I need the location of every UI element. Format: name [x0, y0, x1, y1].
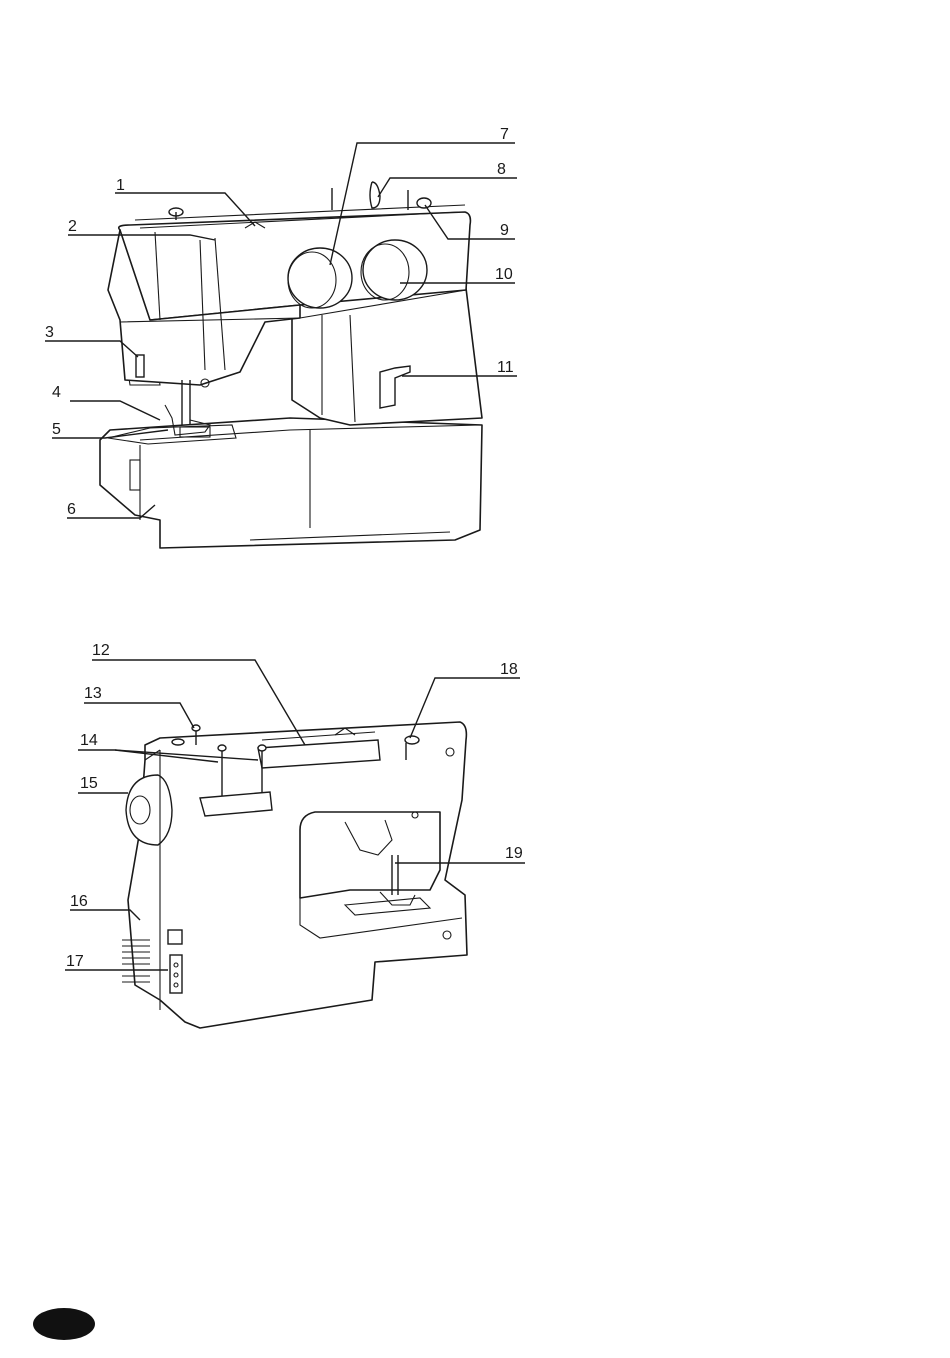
callout-5: 5 [52, 421, 61, 438]
callout-16: 16 [70, 893, 88, 910]
callout-7: 7 [500, 126, 509, 143]
callout-6: 6 [67, 501, 76, 518]
callout-3: 3 [45, 324, 54, 341]
callout-13: 13 [84, 685, 102, 702]
callout-14: 14 [80, 732, 98, 749]
callout-4: 4 [52, 384, 61, 401]
callout-2: 2 [68, 218, 77, 235]
callout-19: 19 [505, 845, 523, 862]
callout-15: 15 [80, 775, 98, 792]
page-tab-marker [33, 1308, 95, 1340]
callout-10: 10 [495, 266, 513, 283]
callout-12: 12 [92, 642, 110, 659]
callout-18: 18 [500, 661, 518, 678]
callout-1: 1 [116, 177, 125, 194]
callout-8: 8 [497, 161, 506, 178]
front-view-illustration [100, 182, 482, 548]
callout-11: 11 [497, 359, 514, 376]
callout-9: 9 [500, 222, 509, 239]
callout-17: 17 [66, 953, 84, 970]
rear-view-illustration [122, 722, 467, 1028]
